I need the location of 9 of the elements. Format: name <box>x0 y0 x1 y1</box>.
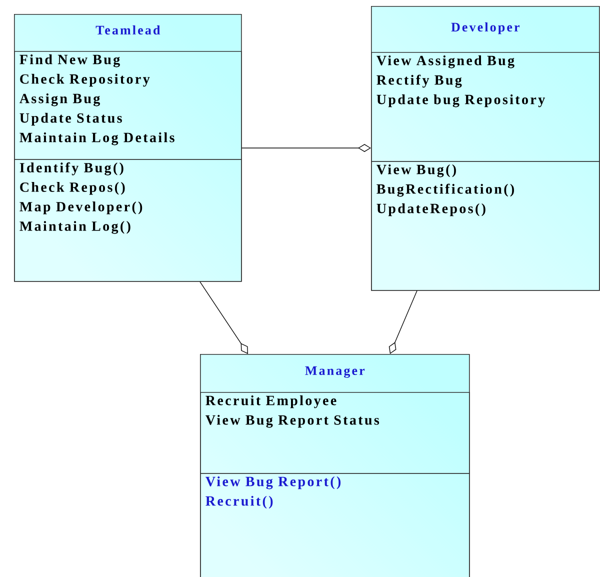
method-list: View Bug() BugRectification() UpdateRepos() <box>371 161 600 291</box>
attribute-list: View Assigned Bug Rectify Bug Update bug Repository <box>371 52 600 162</box>
aggregation-line <box>388 290 418 354</box>
attribute-list: Recruit Employee View Bug Report Status <box>200 392 470 474</box>
method-list: View Bug Report() Recruit() <box>200 473 470 577</box>
aggregation-line <box>241 144 371 152</box>
attribute-list: Find New Bug Check Repository Assign Bug Update Status Maintain Log Details <box>14 51 242 160</box>
aggregation-line <box>200 281 248 354</box>
method-list: Identify Bug() Check Repos() Map Developer() Maintain Log() <box>14 159 242 282</box>
